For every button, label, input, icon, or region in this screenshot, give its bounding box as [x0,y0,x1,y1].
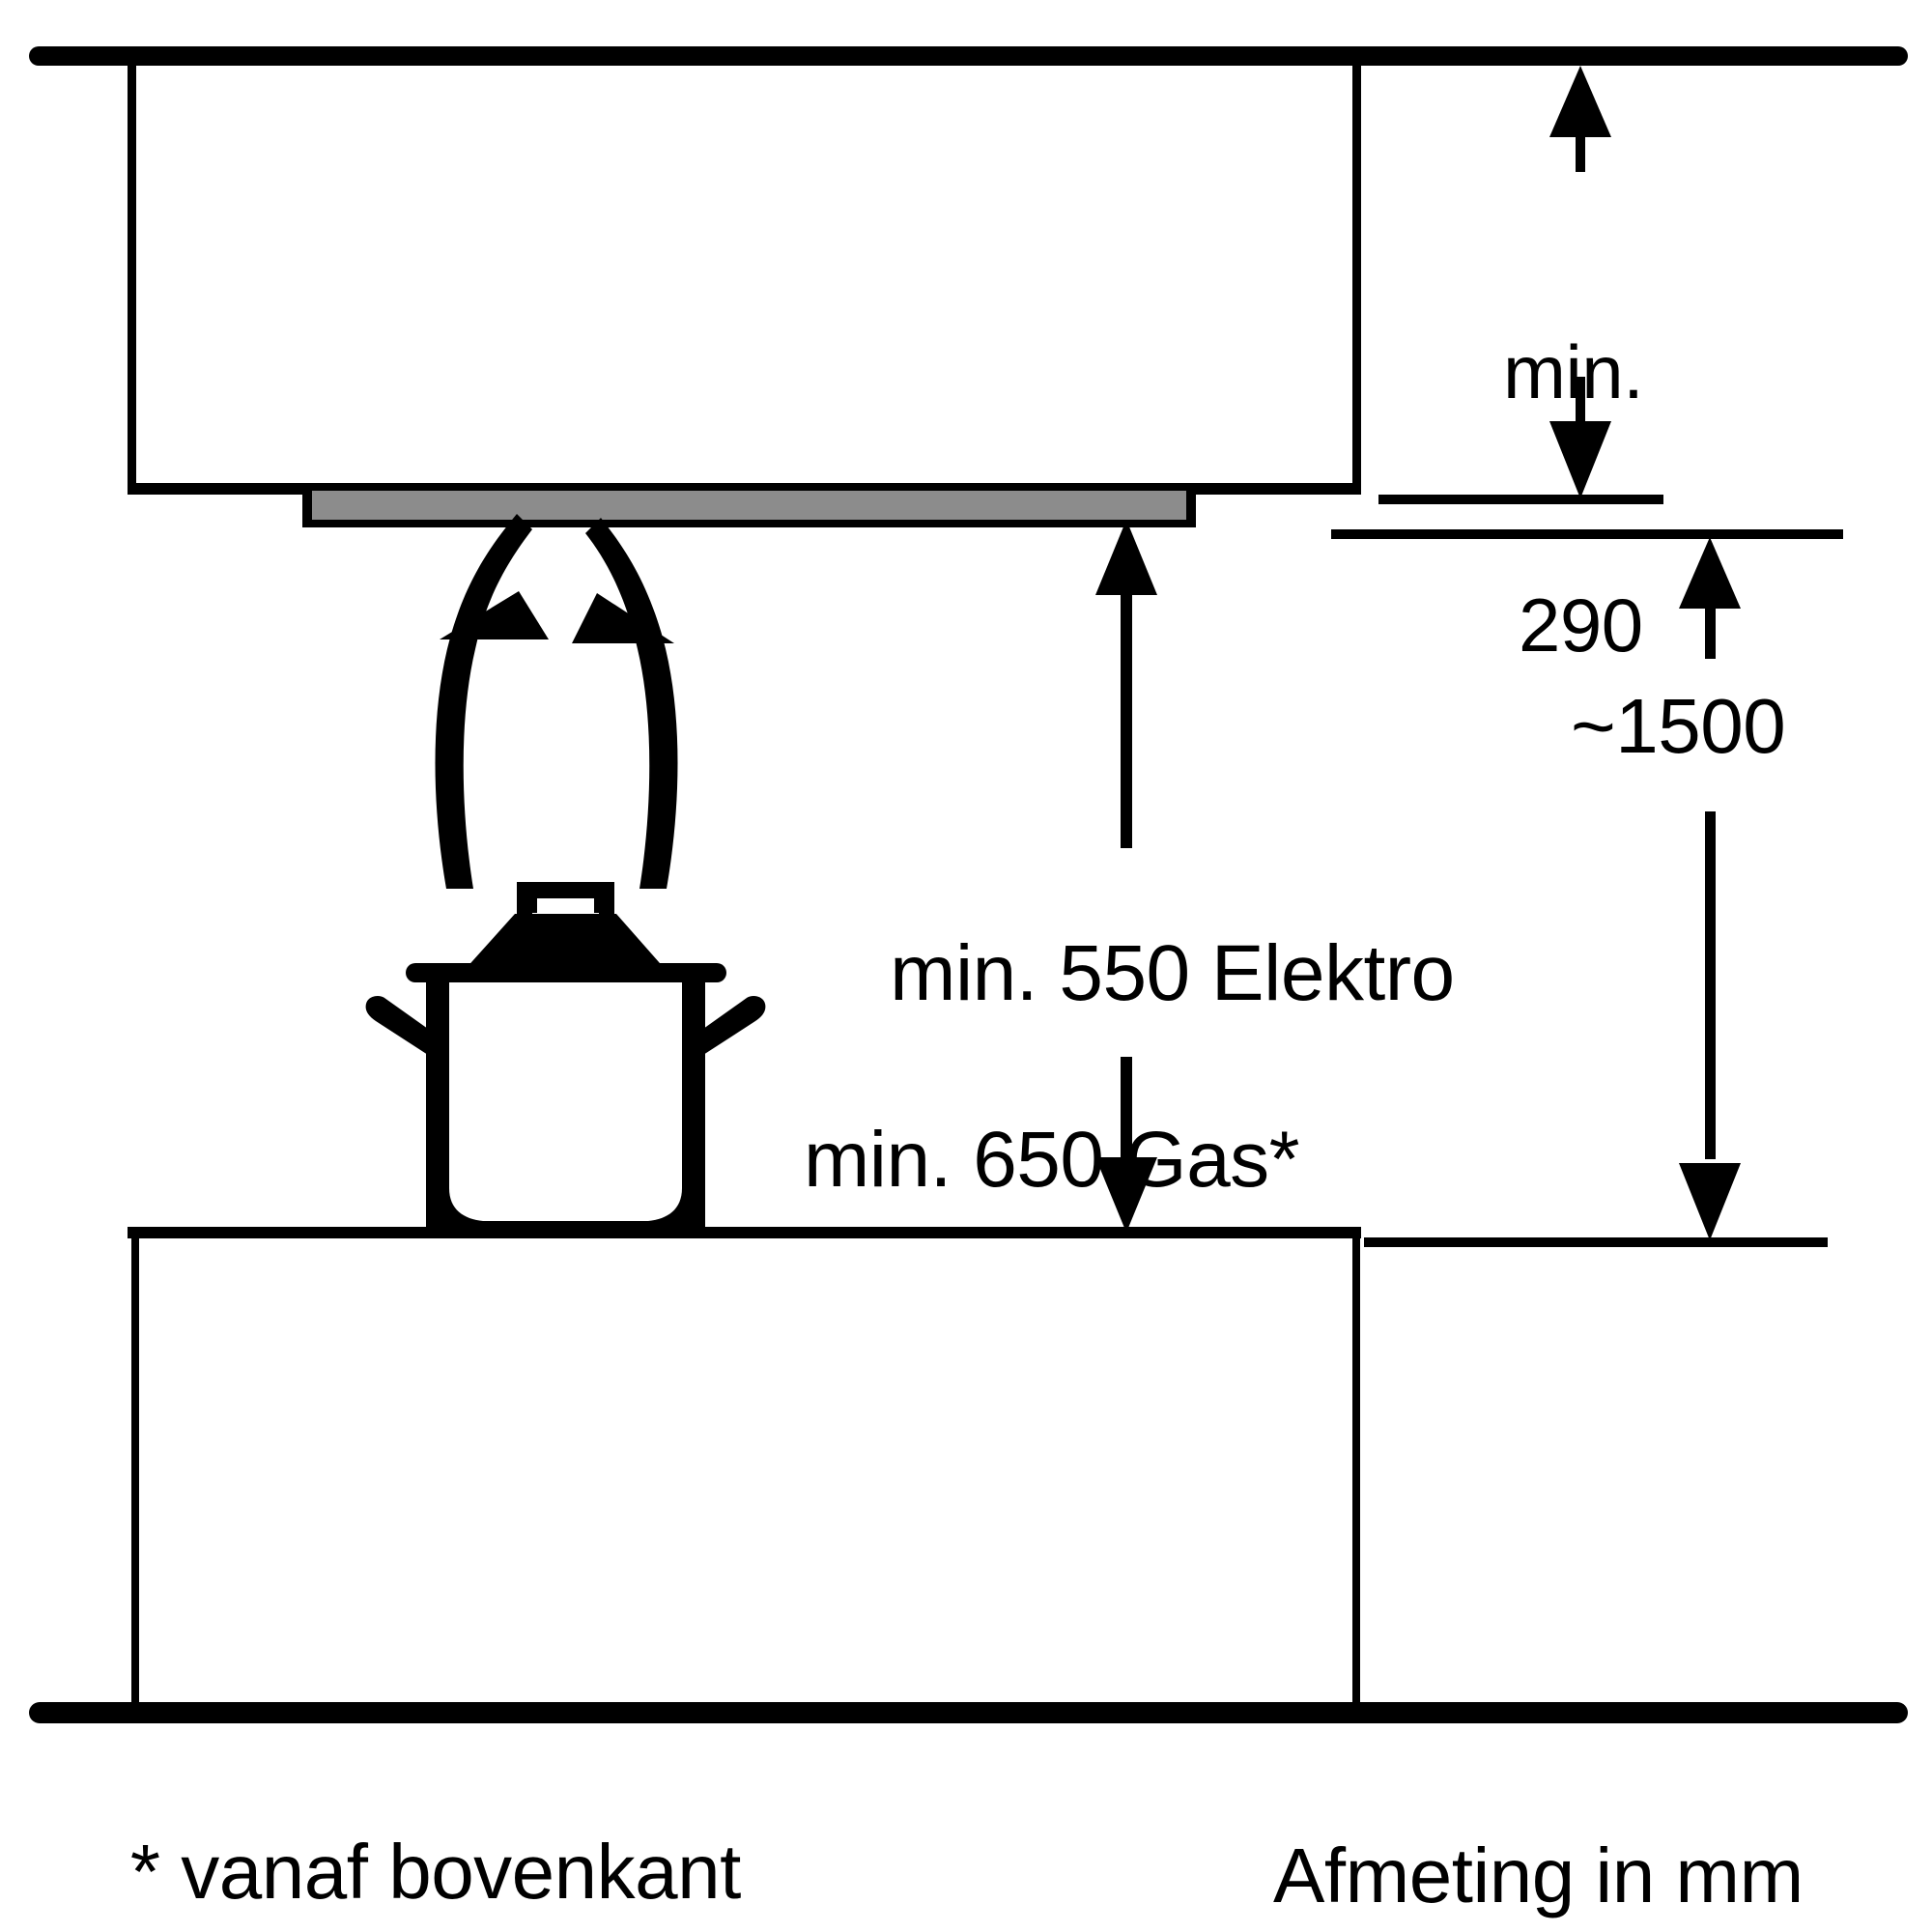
dim-1500-extension-line-top [1331,529,1843,539]
units-note: Afmeting in mm [1273,1833,1804,1918]
dim-290-arrowhead-up [1549,66,1611,137]
dim-1500-arrowhead-up [1679,537,1741,609]
steam-arrows-group [435,514,678,889]
dimension-label-min-290: min. 290 [1503,184,1644,813]
hood-filter-surface [312,491,1186,520]
dim-1500-shaft-lower [1705,811,1716,1159]
dim-290-extension-line [1378,495,1663,504]
pot-icon [365,882,766,1238]
dimension-label-approx-1500: ~1500 [1571,683,1786,769]
pot-lid-knob-right [599,882,614,923]
steam-arrow-right-shaft [585,518,678,889]
pot-handle-right [703,996,766,1055]
steam-arrow-left-head [440,591,549,639]
dim-290-shaft-upper [1576,128,1585,172]
dim-550-arrowhead-down [1095,1157,1157,1233]
pot-lid [464,914,667,971]
dimension-label-gas: min. 650 Gas* [804,1116,1300,1204]
dim-290-shaft-lower [1576,377,1585,423]
upper-cabinet-right-wall [1352,60,1361,491]
steam-arrow-right-head [572,593,674,643]
steam-arrow-left-shaft [435,514,532,889]
footnote-text: * vanaf bovenkant pannendrager [46,1756,741,1932]
pot-lid-rim [406,963,726,982]
lower-cabinet-right-wall [1352,1235,1360,1716]
dim-1500-shaft-upper [1705,599,1716,659]
dim-550-shaft-lower [1121,1057,1132,1177]
dim-1500-extension-line-bottom [1364,1237,1828,1247]
floor-line [29,1702,1908,1723]
ceiling-line [29,46,1908,66]
pot-handle-left [365,996,428,1055]
pot-lid-knob-left [517,882,532,923]
dim-1500-arrowhead-down [1679,1163,1741,1240]
dim-550-shaft-upper [1121,585,1132,848]
footnote-line1: * vanaf bovenkant [129,1829,741,1915]
dimension-approx-1500 [1331,529,1843,1247]
pot-body-bottom [426,1188,705,1238]
dim-550-arrowhead-up [1095,520,1157,595]
dimension-min-290 [1378,66,1663,504]
dimension-label-min-550-650: min. 550 Elektro min. 650 Gas* [804,855,1455,1358]
dimension-label-elektro: min. 550 Elektro [890,929,1455,1017]
upper-cabinet-left-wall [128,60,136,491]
dimension-min-550-650 [1095,520,1157,1233]
dimension-label-min-290-line2: 290 [1519,582,1643,668]
dim-290-arrowhead-down [1549,421,1611,498]
pot-lid-knob-top [517,882,614,897]
lower-cabinet-left-wall [131,1235,139,1716]
dimension-label-min-290-line1: min. [1503,329,1644,414]
